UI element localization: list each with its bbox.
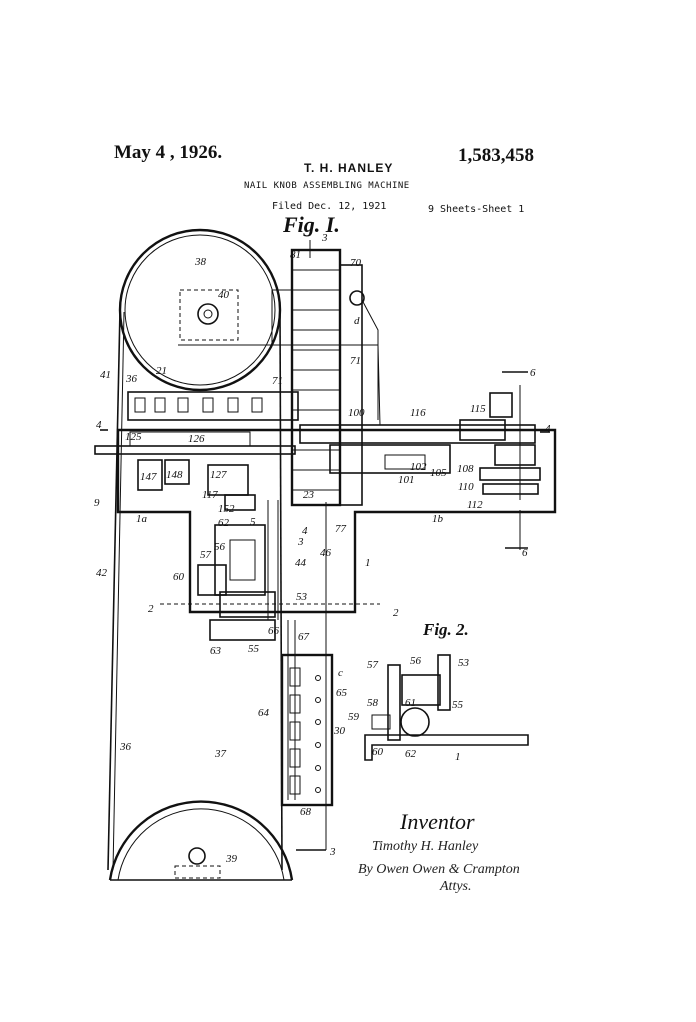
inventor-signature: Timothy H. Hanley [372,839,479,854]
label-5: 5 [250,516,256,528]
label-112: 112 [467,499,483,511]
fig2-label-53: 53 [458,657,470,669]
label-d: d [354,315,360,327]
label-1a: 1a [136,513,148,525]
label-39: 39 [225,853,238,865]
fig2-label-60: 60 [372,746,384,758]
label-3-top: 3 [321,232,328,244]
label-53: 53 [296,591,308,603]
label-64: 64 [258,707,270,719]
label-127: 127 [210,469,227,481]
label-67: 67 [298,631,310,643]
inventor-heading: Inventor [399,809,475,834]
label-21: 21 [156,365,167,377]
label-71-upper: 71 [350,355,361,367]
label-38: 38 [194,256,207,268]
fig2-label-62: 62 [405,748,417,760]
label-6-top: 6 [530,367,536,379]
fig2-label-59: 59 [348,711,360,723]
label-3-mid: 3 [297,536,304,548]
fig2-label-57: 57 [367,659,379,671]
attys-label: Attys. [439,879,472,894]
fig2-drawing [365,655,528,760]
label-77: 77 [335,523,347,535]
label-101: 101 [398,474,415,486]
label-6-bottom: 6 [522,547,528,559]
fig2-label-56: 56 [410,655,422,667]
label-62: 62 [218,517,230,529]
label-70: 70 [350,257,362,269]
label-2-left: 2 [148,603,154,615]
label-1b: 1b [432,513,444,525]
label-55: 55 [248,643,260,655]
attorney-signature: By Owen Owen & Crampton [358,862,520,877]
fig2-label-1: 1 [455,751,461,763]
label-36-top: 36 [125,373,138,385]
fig1-title: Fig. I. [282,212,340,237]
label-148: 148 [166,469,183,481]
label-71-lower: 71 [272,375,283,387]
label-44: 44 [295,557,307,569]
label-4-left: 4 [96,419,102,431]
label-147: 147 [140,471,157,483]
label-152: 152 [218,503,235,515]
label-115: 115 [470,403,486,415]
label-66: 66 [268,625,280,637]
label-108: 108 [457,463,474,475]
label-42: 42 [96,567,108,579]
label-9: 9 [94,497,100,509]
label-30: 30 [333,725,346,737]
label-63: 63 [210,645,222,657]
label-110: 110 [458,481,474,493]
label-68: 68 [300,806,312,818]
label-105: 105 [430,467,447,479]
label-1: 1 [365,557,371,569]
inventor-block: Inventor Timothy H. Hanley By Owen Owen … [358,809,520,894]
label-37: 37 [214,748,227,760]
label-36-bottom: 36 [119,741,132,753]
fig2-label-58: 58 [367,697,379,709]
label-2-right: 2 [393,607,399,619]
label-3-bottom: 3 [329,846,336,858]
label-126: 126 [188,433,205,445]
label-4-right: 4 [545,423,551,435]
label-c: c [338,667,343,679]
label-102: 102 [410,461,427,473]
fig2-title: Fig. 2. [422,620,469,639]
label-125: 125 [125,431,142,443]
label-4-mid: 4 [302,525,308,537]
label-40: 40 [218,289,230,301]
label-100: 100 [348,407,365,419]
fig2-label-55: 55 [452,699,464,711]
label-60: 60 [173,571,185,583]
label-41: 41 [100,369,111,381]
label-81: 81 [290,249,301,261]
fig2-labels: Fig. 2. 57 56 53 58 61 55 59 60 62 1 [348,620,470,763]
label-46: 46 [320,547,332,559]
label-116: 116 [410,407,426,419]
label-65: 65 [336,687,348,699]
label-117: 117 [202,489,218,501]
label-23: 23 [303,489,315,501]
label-57: 57 [200,549,212,561]
fig2-label-61: 61 [405,697,416,709]
label-56: 56 [214,541,226,553]
